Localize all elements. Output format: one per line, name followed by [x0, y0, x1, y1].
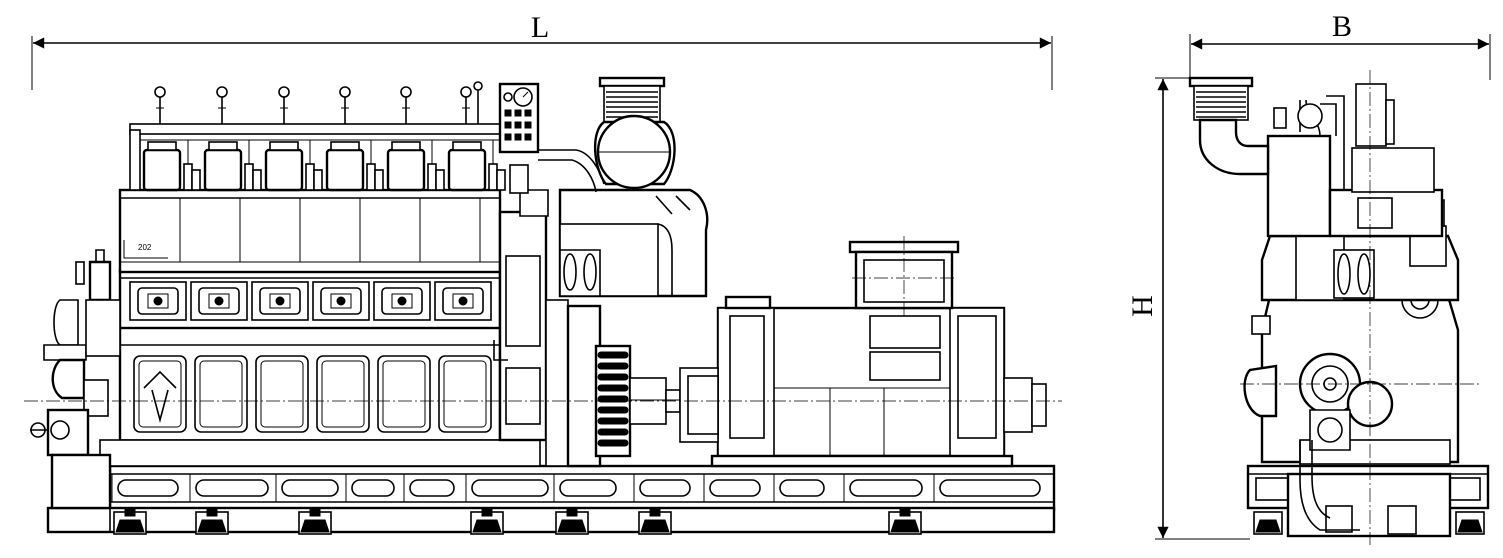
end-mounts [1253, 511, 1485, 535]
resilient-mount [195, 507, 229, 535]
top-rail [129, 123, 501, 191]
cylinder-head [142, 140, 201, 192]
end-turbo-elbow [1188, 76, 1270, 176]
coupling-element [597, 384, 629, 392]
pressure-gauge-icon [216, 86, 228, 124]
crankcase-door [316, 355, 370, 433]
crankcase-door [377, 355, 431, 433]
end-base [1246, 464, 1490, 538]
coupling-element [597, 406, 629, 414]
side-note-label: 202 [138, 243, 152, 252]
flywheel-housing [493, 210, 602, 468]
coupling-element [597, 351, 629, 359]
resilient-mount [888, 507, 922, 535]
base-slot [939, 479, 1041, 497]
resilient-mounts [113, 507, 922, 535]
pressure-gauges [154, 81, 483, 124]
coupling-element [597, 417, 629, 425]
dimension-length: L [31, 11, 1053, 90]
base-slot [559, 479, 617, 497]
resilient-mount [638, 507, 672, 535]
coupling-element [597, 395, 629, 403]
dimension-height: H [1126, 77, 1250, 540]
cylinder-head [325, 140, 384, 192]
front-end-pump [30, 249, 121, 510]
base-slot [709, 479, 761, 497]
crankcase-door [133, 355, 187, 433]
crankcase-door [438, 355, 492, 433]
coupling-element [597, 362, 629, 370]
dimension-width-label: B [1332, 10, 1352, 43]
base-slot [281, 479, 339, 497]
coupling-element [597, 428, 629, 436]
end-view [1188, 70, 1490, 545]
pressure-gauge-icon [339, 86, 351, 124]
dimension-length-label: L [531, 11, 549, 44]
crankcase-door [255, 355, 309, 433]
cylinder-head [264, 140, 323, 192]
crankcase-vent [143, 370, 177, 424]
gauge-panel [498, 82, 540, 154]
cylinder-head [386, 140, 445, 192]
base-slot [117, 479, 179, 497]
side-view: 202 [24, 76, 1062, 535]
dimension-width: B [1189, 10, 1491, 80]
resilient-mount [555, 507, 589, 535]
resilient-mount [1253, 511, 1283, 535]
generator [679, 236, 1047, 468]
cylinder-block: 202 [118, 188, 502, 274]
pressure-gauge-icon [460, 86, 472, 124]
resilient-mount [298, 507, 332, 535]
resilient-mount [113, 507, 147, 535]
base-slot [849, 479, 923, 497]
coupling-element [597, 373, 629, 381]
base-slot [409, 479, 455, 497]
resilient-mount [470, 507, 504, 535]
cylinder-heads [142, 140, 506, 192]
pressure-gauge-icon [400, 86, 412, 124]
cylinder-head [203, 140, 262, 192]
pressure-gauge-icon [154, 86, 166, 124]
base-slot [195, 479, 269, 497]
turbocharger [509, 76, 709, 298]
crankcase-door [194, 355, 248, 433]
cylinder-head [447, 140, 506, 192]
coupling-element [597, 439, 629, 447]
end-middle [1260, 199, 1460, 302]
base-slot [779, 479, 825, 497]
base-slot [639, 479, 691, 497]
resilient-mount [1455, 511, 1485, 535]
pressure-gauge-icon [278, 86, 290, 124]
dimension-height-label: H [1126, 295, 1159, 317]
base-slot [471, 479, 549, 497]
engine-crankcase [99, 323, 541, 467]
engine-block-upper [118, 268, 502, 330]
pressure-gauge-icon [473, 81, 483, 91]
base-slot [351, 479, 395, 497]
end-upper [1266, 83, 1444, 238]
